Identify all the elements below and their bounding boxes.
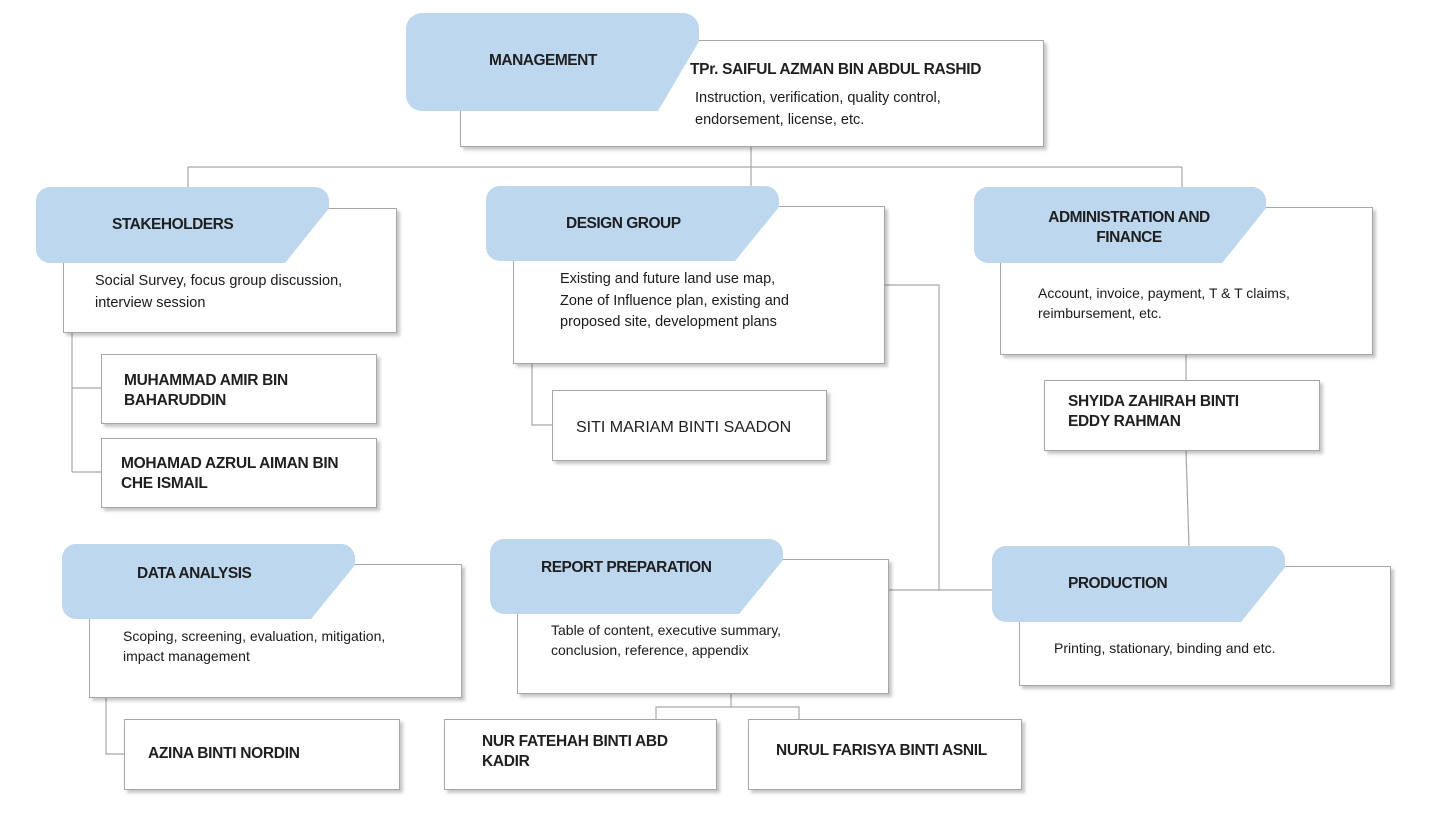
member-box [101,438,377,508]
member-name: AZINA BINTI NORDIN [148,745,300,762]
design-group-description: Existing and future land use map, Zone o… [560,271,789,330]
connector-design-production [885,284,940,590]
member-name: NURUL FARISYA BINTI ASNIL [776,742,987,759]
admin-finance-title: ADMINISTRATION AND FINANCE [1048,209,1210,246]
data-analysis-description: Scoping, screening, evaluation, mitigati… [123,628,386,664]
report-preparation-tab [490,539,783,614]
member-box [552,390,827,461]
connector-admin-production [1185,449,1190,548]
management-head-name: TPr. SAIFUL AZMAN BIN ABDUL RASHID [690,61,982,78]
member-name: NUR FATEHAH BINTI ABD KADIR [482,733,668,770]
admin-finance-description: Account, invoice, payment, T & T claims,… [1038,285,1290,321]
member-box [124,719,400,790]
design-group-tab [486,186,779,261]
production-tab [992,546,1285,622]
stakeholders-tab [36,187,329,263]
management-description: Instruction, verification, quality contr… [695,90,941,128]
management-title: MANAGEMENT [489,52,597,69]
member-box [748,719,1022,790]
production-description: Printing, stationary, binding and etc. [1054,640,1276,656]
stakeholders-title: STAKEHOLDERS [112,216,234,233]
report-preparation-description: Table of content, executive summary, con… [551,622,782,658]
data-analysis-title: DATA ANALYSIS [137,565,252,582]
member-name: SITI MARIAM BINTI SAADON [576,419,792,436]
connector-stakeholders-members [71,333,102,473]
member-name: MOHAMAD AZRUL AIMAN BIN CHE ISMAIL [121,455,339,492]
member-box [101,354,377,424]
admin-finance-tab [974,187,1266,263]
data-analysis-tab [62,544,355,619]
report-preparation-title: REPORT PREPARATION [541,559,712,576]
management-tab [406,13,699,111]
member-box [1044,380,1320,451]
connector-data-member [105,697,125,755]
connector-report-members [655,693,800,720]
member-name: SHYIDA ZAHIRAH BINTI EDDY RAHMAN [1068,393,1239,430]
production-title: PRODUCTION [1068,575,1168,592]
connector-design-member [531,363,553,426]
member-name: MUHAMMAD AMIR BIN BAHARUDDIN [124,372,288,409]
stakeholders-description: Social Survey, focus group discussion, i… [95,273,343,311]
member-box [444,719,717,790]
design-group-title: DESIGN GROUP [566,215,681,232]
